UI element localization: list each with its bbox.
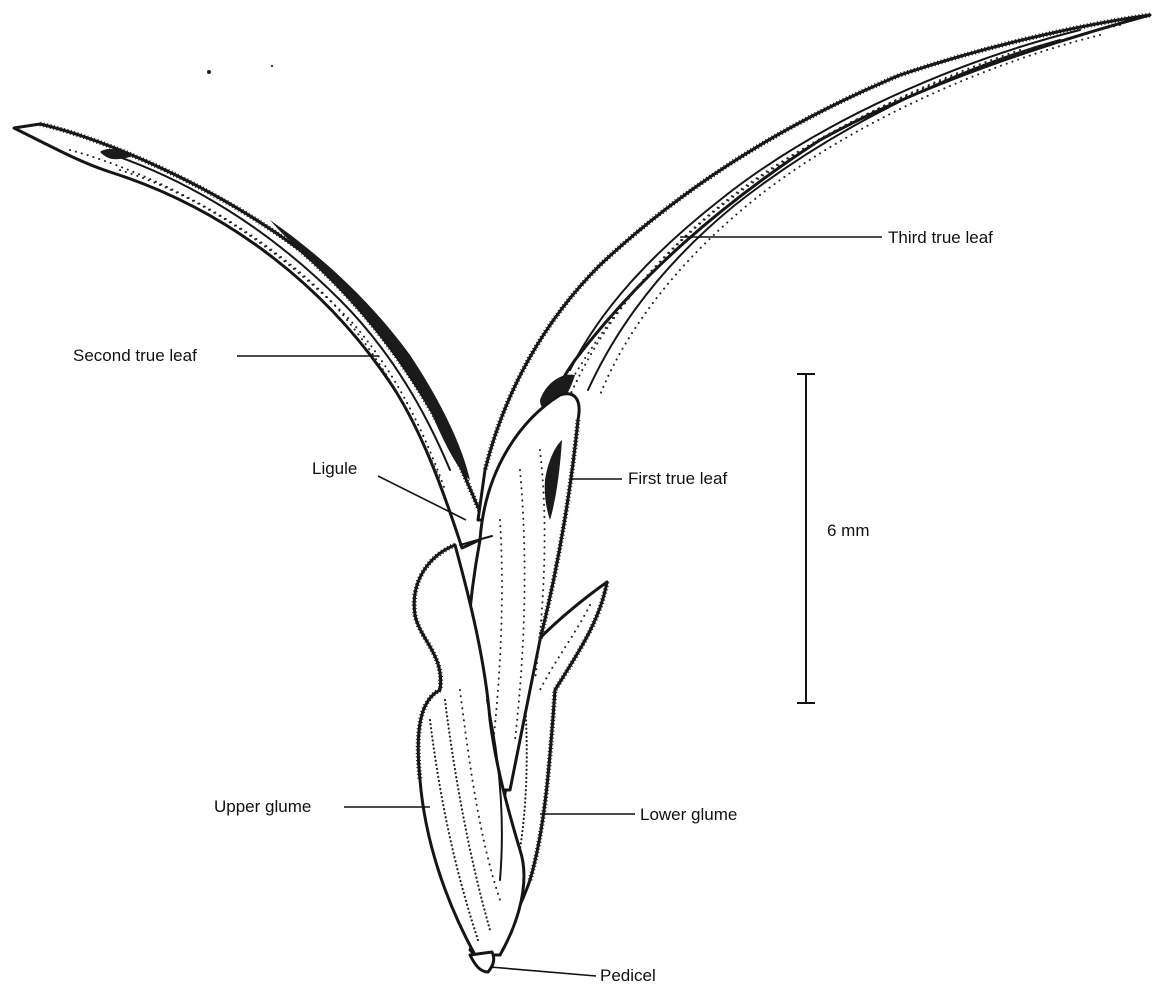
- pedicel-label: Pedicel: [600, 966, 656, 986]
- third-true-leaf-drawing: [478, 15, 1150, 520]
- lower-glume-label: Lower glume: [640, 805, 737, 825]
- speck: [271, 65, 273, 67]
- ligule-label: Ligule: [312, 459, 357, 479]
- upper-glume-label: Upper glume: [214, 797, 311, 817]
- scale-bar: [797, 374, 815, 703]
- first-true-leaf-label: First true leaf: [628, 469, 727, 489]
- scale-bar-label: 6 mm: [827, 521, 870, 541]
- pedicel-leader: [490, 967, 596, 976]
- third-true-leaf-label: Third true leaf: [888, 228, 993, 248]
- second-true-leaf-label: Second true leaf: [73, 346, 197, 366]
- speck: [207, 70, 211, 74]
- pedicel-drawing: [470, 952, 494, 972]
- second-true-leaf-drawing: [14, 124, 490, 548]
